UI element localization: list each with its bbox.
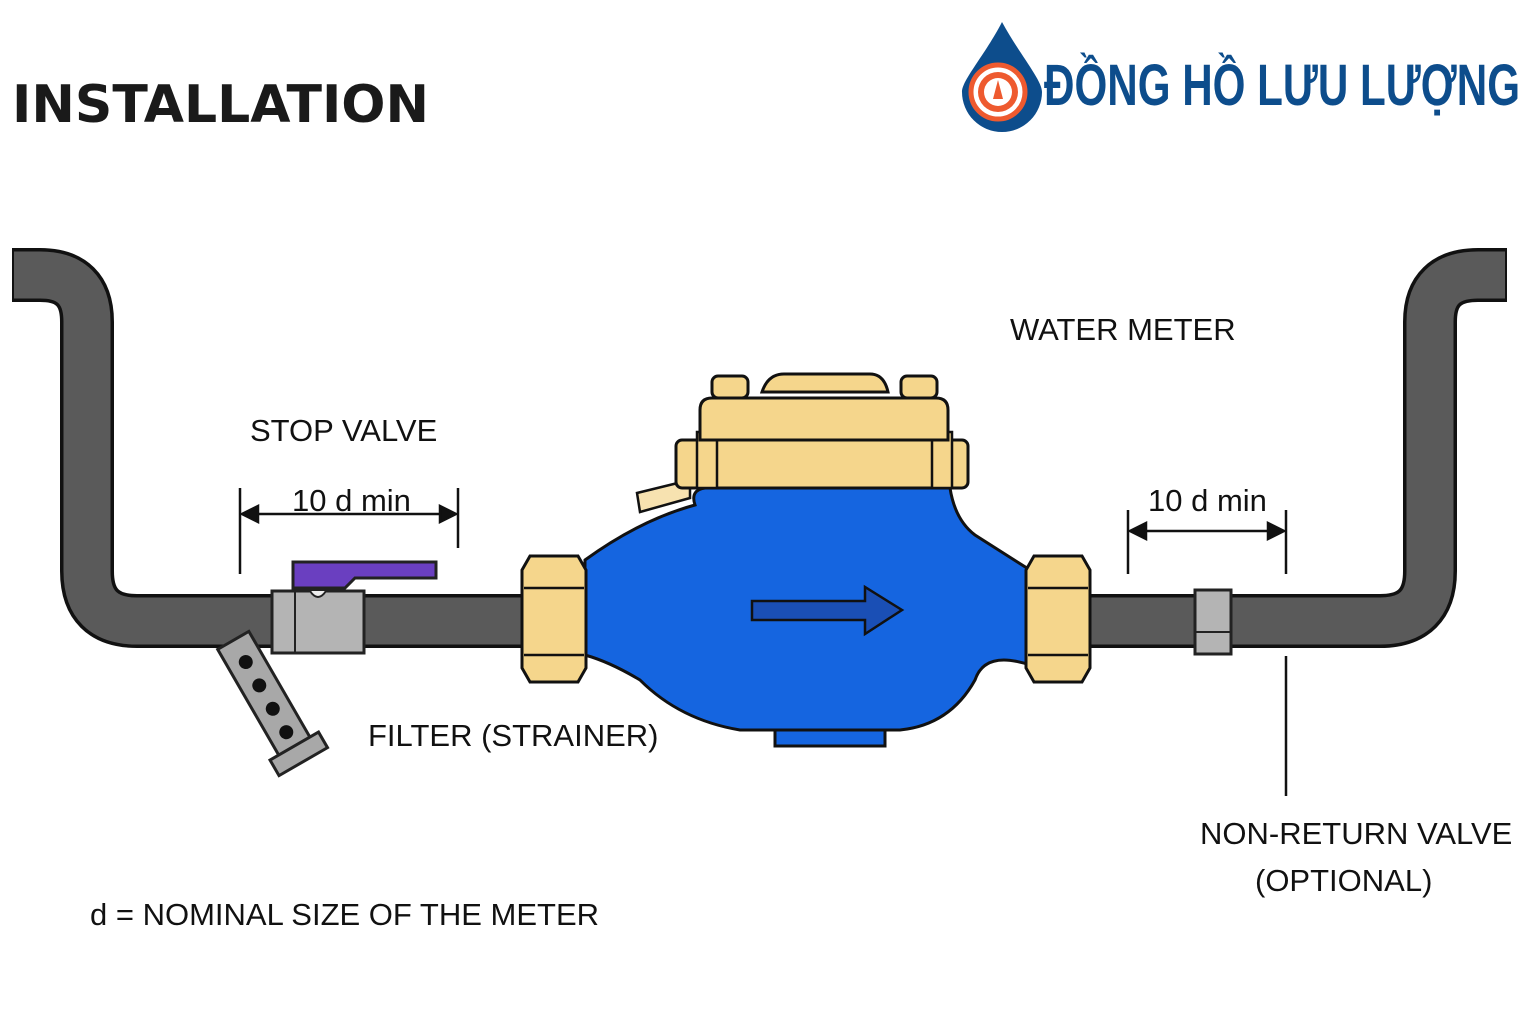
water-meter-label: WATER METER [1010,312,1236,347]
flow-arrow-icon [750,584,905,637]
non-return-optional-label: (OPTIONAL) [1255,863,1432,898]
filter-label: FILTER (STRAINER) [368,718,659,753]
filter-strainer [215,629,330,778]
non-return-valve [1193,588,1233,656]
dimension-left [238,488,460,574]
valve-handle [291,560,438,590]
stop-valve-label: STOP VALVE [250,413,437,448]
dim-right-label: 10 d min [1148,483,1267,518]
page-title: INSTALLATION [12,75,429,135]
left-nut [520,554,588,684]
right-nut [1024,554,1092,684]
dimension-right [1126,510,1288,796]
legend-note: d = NOMINAL SIZE OF THE METER [90,897,599,932]
logo-text: ĐỒNG HỒ LƯU LƯỢNG [1044,53,1520,118]
non-return-valve-label: NON-RETURN VALVE [1200,816,1512,851]
dim-left-label: 10 d min [292,483,411,518]
brand-logo: ĐỒNG HỒ LƯU LƯỢNG [962,22,1520,132]
water-meter [520,372,1092,748]
stop-valve [270,560,438,655]
